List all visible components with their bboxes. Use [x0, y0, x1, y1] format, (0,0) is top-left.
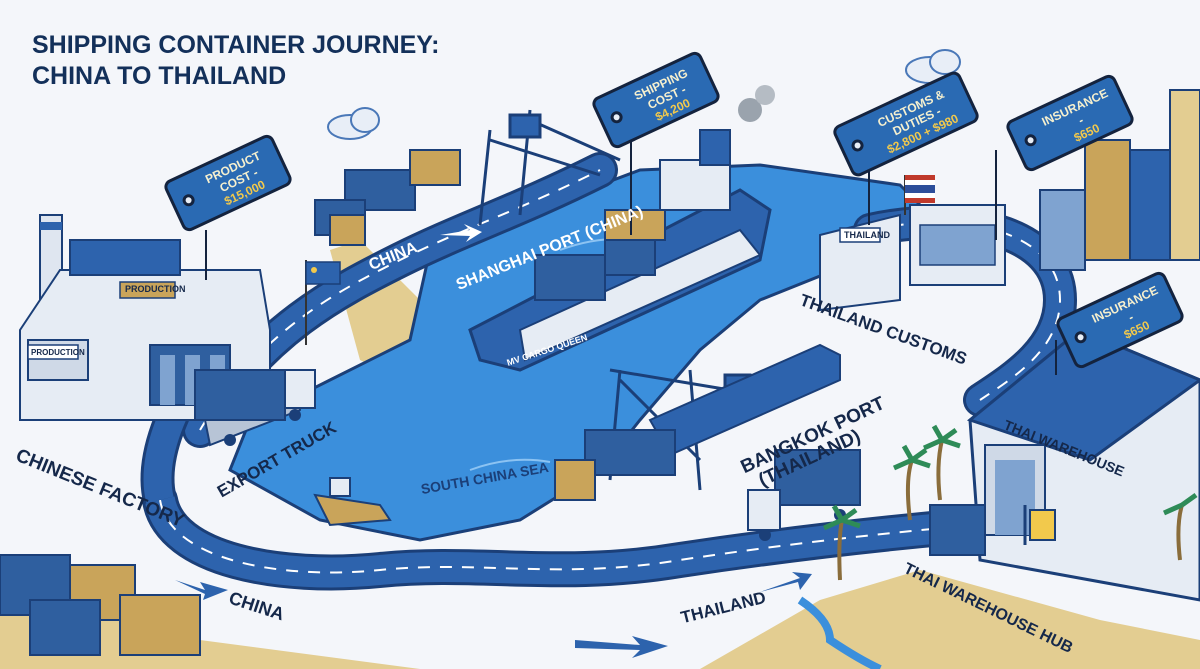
production-roof-sign: PRODUCTION [125, 284, 186, 294]
customs-booth-icon [819, 204, 1006, 312]
tag-hole-icon [608, 109, 625, 126]
route-arrows [175, 224, 812, 658]
tag-string [630, 140, 632, 235]
truck-icon [194, 369, 316, 447]
tag-string [995, 150, 997, 240]
page-title: SHIPPING CONTAINER JOURNEY: CHINA TO THA… [32, 30, 439, 92]
tag-hole-icon [849, 137, 866, 154]
city-buildings [1039, 89, 1200, 271]
boat-icon [313, 477, 392, 527]
river [797, 596, 882, 669]
crane-icon [478, 109, 621, 226]
train-icon [554, 343, 841, 501]
cargo-ship-icon [468, 85, 775, 372]
tag-hole-icon [1072, 329, 1089, 346]
container-stack [314, 149, 461, 246]
warehouse-icon [929, 328, 1200, 602]
title-line-1: SHIPPING CONTAINER JOURNEY: [32, 31, 440, 59]
tag-string [205, 230, 207, 280]
china-flag-icon [305, 260, 341, 345]
tag-hole-icon [180, 192, 197, 209]
delivery-truck-icon [747, 449, 861, 541]
title-line-2: CHINA TO THAILAND [32, 62, 287, 90]
tag-string [868, 165, 870, 225]
thai-flag-icon [904, 175, 935, 215]
container-yard [0, 554, 201, 656]
thailand-booth-sign: THAILAND [844, 230, 890, 240]
tag-hole-icon [1022, 132, 1039, 149]
palm-tree-icon [822, 424, 1198, 581]
production-wall-sign: PRODUCTION [31, 348, 85, 357]
tag-string [1055, 340, 1057, 375]
forklift-icon [1023, 505, 1056, 545]
